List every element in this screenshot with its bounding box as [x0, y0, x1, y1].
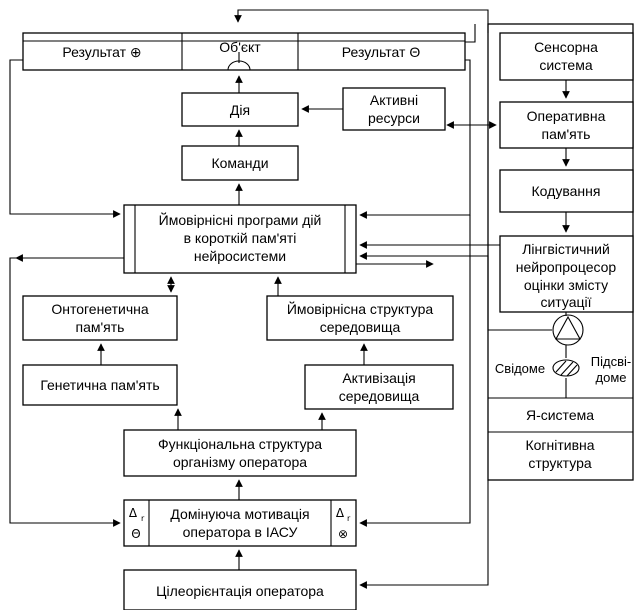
- processor-line-2: нейропроцесор: [516, 259, 617, 275]
- programs-box: [123, 204, 357, 274]
- result-plus-programs-arrow: [9, 59, 121, 218]
- hatch-3: [566, 364, 578, 377]
- programs-line-1: Ймовірнісні програми дій: [159, 211, 322, 228]
- goal-orientation-box: [123, 569, 357, 610]
- genetic-memory-label: Генетична пам'ять: [40, 377, 159, 393]
- motivation-line-2: оператора в ІАСУ: [183, 524, 298, 540]
- action-label: Дія: [230, 102, 250, 118]
- active-resources-line-1: Активні: [370, 92, 418, 108]
- processor-line-3: оцінки змісту: [524, 277, 608, 293]
- object-label: Об'єкт: [219, 39, 261, 55]
- delta-right-symbol: Δ: [336, 506, 345, 520]
- ontogenetic-memory-box: [22, 295, 178, 341]
- result-minus-programs-arrow: [359, 59, 471, 219]
- goal-orientation-label: Цілеорієнтація оператора: [156, 583, 324, 599]
- programs-line-2: в короткій пам'яті: [184, 230, 297, 246]
- ontogenetic-line-1: Онтогенетична: [51, 301, 149, 317]
- genetic-memory-box: [22, 364, 178, 406]
- result-minus-label: Результат Θ: [342, 44, 421, 60]
- symbol-programs-arrow: [359, 252, 552, 331]
- operative-memory-box: [499, 101, 634, 149]
- sensory-system-box: [499, 32, 634, 81]
- processor-line-4: ситуації: [540, 294, 591, 310]
- commands-label: Команди: [211, 155, 268, 171]
- active-resources-box: [342, 87, 446, 131]
- minus-left-symbol: Θ: [131, 527, 140, 541]
- env-activation-line-2: середовища: [339, 388, 420, 404]
- cognitive-line-1: Когнітивна: [525, 437, 594, 453]
- coding-label: Кодування: [532, 183, 601, 199]
- env-activation-box: [304, 364, 454, 410]
- programs-line-3: нейросистеми: [194, 248, 286, 264]
- operative-line-2: пам'ять: [542, 126, 591, 142]
- functional-structure-box: [123, 429, 357, 477]
- processor-line-1: Лінгвістичний: [522, 241, 610, 257]
- delta-right-subscript: r: [347, 514, 351, 523]
- feedback-top-arrow: [234, 9, 489, 33]
- env-structure-line-1: Ймовірнісна структура: [287, 300, 434, 317]
- hatch-2: [560, 361, 574, 376]
- cognitive-goal-arrow: [359, 480, 489, 589]
- triangle-icon: [555, 315, 581, 340]
- cognitive-line-2: структура: [528, 455, 592, 471]
- ontogenetic-line-2: пам'ять: [76, 319, 125, 335]
- dominant-motivation-box: [123, 499, 357, 547]
- feedback-motivation-arrow: [359, 215, 471, 527]
- subconscious-line-1: Підсві-: [591, 354, 631, 369]
- env-structure-line-2: середовища: [320, 319, 401, 335]
- object-sensory-line: [465, 24, 476, 43]
- action-box: [181, 92, 299, 127]
- delta-left-symbol: Δ: [129, 506, 138, 520]
- top-row-box: [22, 32, 466, 71]
- result-plus-label: Результат ⊕: [62, 44, 141, 60]
- env-structure-box: [266, 295, 454, 341]
- sensory-line-2: система: [539, 57, 592, 73]
- coding-box: [499, 169, 634, 213]
- active-resources-line-2: ресурси: [368, 110, 420, 126]
- self-system-label: Я-система: [526, 407, 594, 423]
- circle-triangle-icon: [552, 314, 584, 346]
- otimes-right-symbol: ⊗: [338, 527, 348, 541]
- functional-line-1: Функціональна структура: [158, 436, 322, 452]
- linguistic-neuroprocessor-box: [499, 235, 634, 313]
- conscious-label: Свідоме: [495, 361, 545, 376]
- operative-line-1: Оперативна: [527, 108, 606, 124]
- sensory-line-1: Сенсорна: [534, 39, 598, 55]
- commands-box: [181, 145, 299, 181]
- conscious-ellipse-icon: [552, 359, 580, 377]
- env-activation-line-1: Активізація: [342, 370, 415, 386]
- functional-line-2: організму оператора: [173, 454, 307, 470]
- hatch-1: [555, 360, 567, 373]
- delta-left-subscript: r: [141, 514, 145, 523]
- motivation-line-1: Домінуюча мотивація: [170, 506, 309, 522]
- subconscious-line-2: доме: [596, 370, 627, 385]
